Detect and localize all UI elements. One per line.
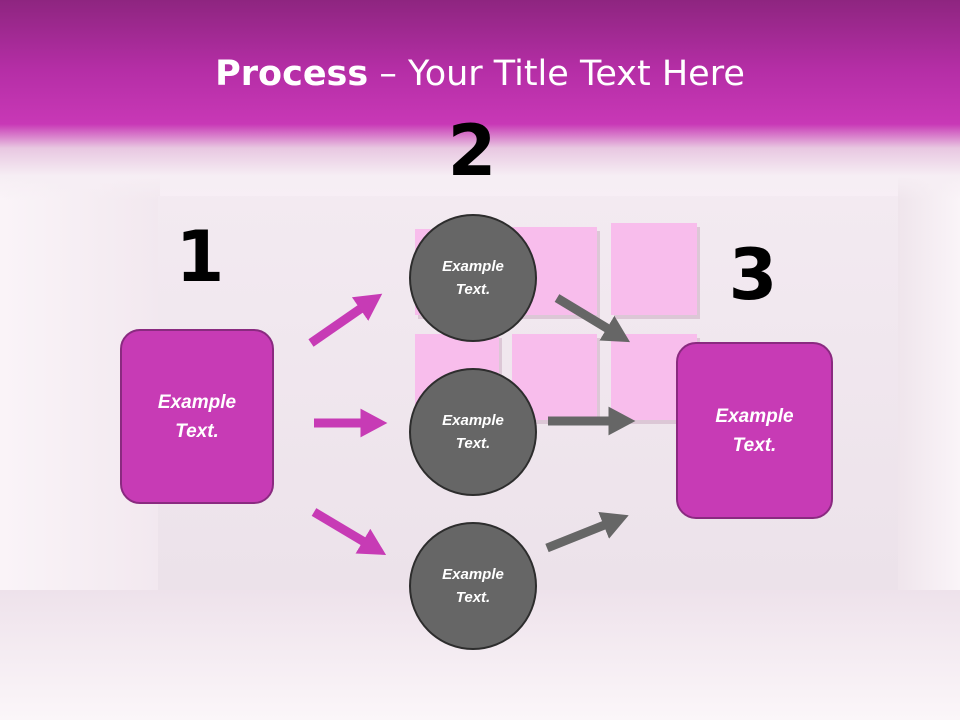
step-2-circle-middle: Example Text. <box>409 368 537 496</box>
circle-text: Example Text. <box>442 566 504 606</box>
arrow-circle-bottom-to-3 <box>545 511 629 553</box>
step-2-circle-top: Example Text. <box>409 214 537 342</box>
tile <box>611 223 697 315</box>
circle-text: Example Text. <box>442 412 504 452</box>
step-number-1: 1 <box>175 216 225 298</box>
step-number-3: 3 <box>728 234 778 316</box>
title-bold: Process <box>215 54 369 94</box>
step-1-box: Example Text. <box>120 329 274 504</box>
step-3-text: Example Text. <box>715 405 794 456</box>
slide-title: Process – Your Title Text Here <box>0 50 960 98</box>
step-3-box: Example Text. <box>676 342 833 519</box>
arrow-1-to-circle-top <box>308 293 383 347</box>
title-band <box>0 0 960 200</box>
step-number-2: 2 <box>447 110 497 192</box>
arrow-1-to-circle-bottom <box>311 508 387 555</box>
step-2-circle-bottom: Example Text. <box>409 522 537 650</box>
title-rest: – Your Title Text Here <box>368 54 745 94</box>
circle-text: Example Text. <box>442 258 504 298</box>
room-right-wall <box>898 150 960 670</box>
step-1-text: Example Text. <box>157 391 237 442</box>
arrow-circle-top-to-3 <box>554 294 631 343</box>
